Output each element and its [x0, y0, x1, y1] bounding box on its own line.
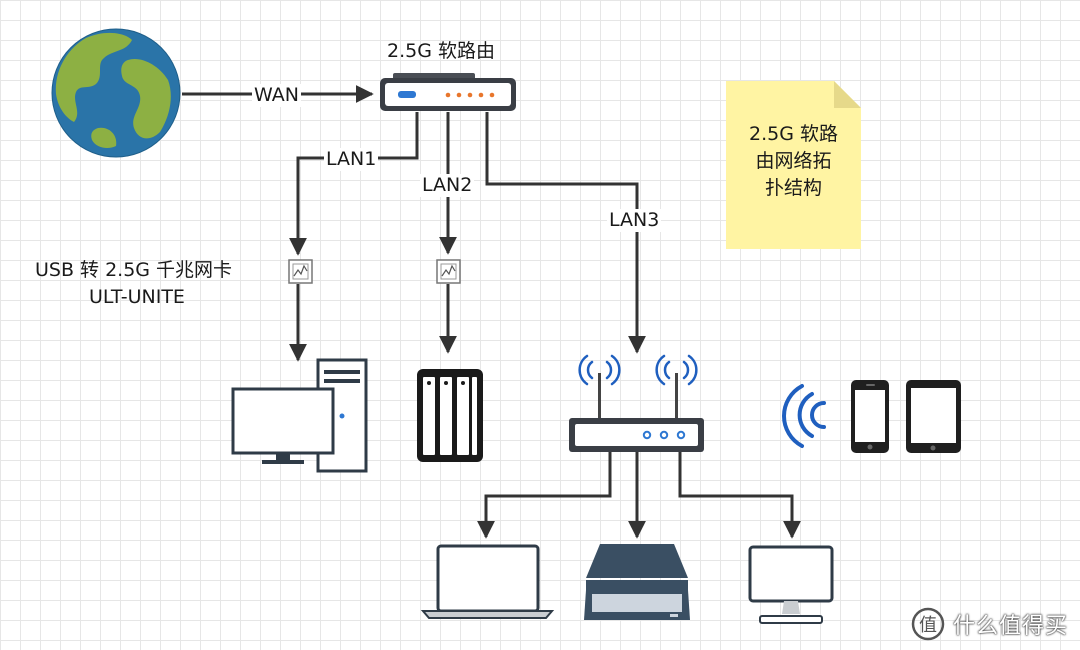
ap-to-monitor-line [678, 452, 801, 539]
wireless-router-icon [569, 354, 704, 452]
lan1-link-label: LAN1 [324, 148, 379, 171]
phone-icon [851, 380, 889, 453]
desktop-pc-icon [231, 358, 368, 473]
watermark-text: 什么值得买 [953, 614, 1069, 639]
sticky-note: 2.5G 软路 由网络拓 扑结构 [726, 81, 861, 249]
wan-link-label: WAN [252, 84, 301, 107]
adapter-label-line1: USB 转 2.5G 千兆网卡 [35, 259, 233, 281]
ap-to-laptop-line [477, 452, 612, 539]
network-adapter-icon [436, 259, 461, 284]
soft-router-icon [380, 73, 516, 111]
sticky-note-text: 2.5G 软路 由网络拓 扑结构 [749, 123, 838, 199]
router-label: 2.5G 软路由 [387, 40, 495, 62]
lan3-line [485, 112, 646, 354]
globe-icon [51, 28, 181, 158]
tablet-icon [906, 380, 961, 453]
adapter-label-line2: ULT-UNITE [89, 286, 185, 308]
watermark: 什么值得买 [913, 606, 1068, 642]
watermark-logo-icon: 值 [911, 607, 945, 641]
lan3-link-label: LAN3 [607, 209, 662, 232]
monitor-icon [748, 545, 834, 624]
sticky-note-shape [726, 81, 861, 249]
wifi-signal-icon [782, 384, 826, 448]
nas-icon [417, 369, 483, 462]
network-adapter-icon [288, 259, 313, 284]
lan2-link-label: LAN2 [420, 174, 475, 197]
lan1-line [289, 112, 419, 256]
scanner-icon [584, 544, 690, 620]
watermark-logo-char: 值 [919, 615, 937, 636]
laptop-icon [420, 544, 555, 619]
connectors [182, 85, 801, 539]
